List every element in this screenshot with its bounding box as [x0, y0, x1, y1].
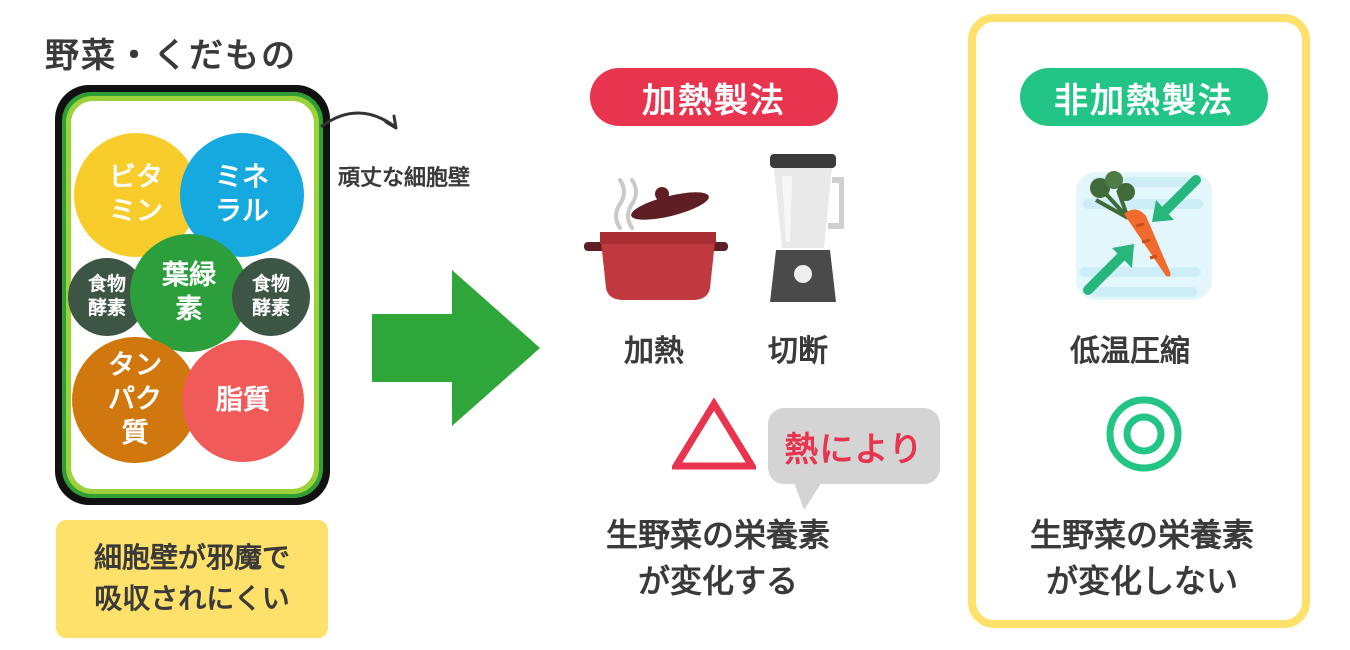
double-circle-symbol: ◎: [1104, 394, 1184, 474]
nutrient-label: ミネ ラル: [215, 162, 269, 227]
nutrient-label: 食物 酵素: [87, 273, 126, 319]
heat-method-badge: 加熱製法: [590, 68, 838, 126]
nutrient-label: 食物 酵素: [251, 273, 290, 319]
nutrient-chlorophyll: 葉緑 素: [130, 234, 248, 352]
triangle-symbol-text: △: [756, 398, 757, 399]
nutrient-protein: タン パク 質: [72, 337, 198, 463]
triangle-icon: [669, 397, 759, 470]
speech-bubble-text: 熱により: [784, 429, 924, 470]
cell-wall-callout: 頑丈な細胞壁: [338, 166, 471, 191]
pot-icon: [584, 178, 728, 300]
non-heat-result-text: 生野菜の栄養素 が変化しない: [1029, 516, 1254, 601]
big-right-arrow-icon: [372, 270, 540, 426]
nutrient-label: 葉緑 素: [162, 260, 216, 325]
nutrient-fat: 脂質: [182, 340, 304, 462]
nutrient-label: タン パク 質: [108, 350, 162, 449]
speech-bubble: 熱により: [768, 408, 940, 484]
method-cutting: 切断: [768, 334, 828, 369]
heat-result-text: 生野菜の栄養素 が変化する: [605, 516, 830, 601]
curved-arrow-icon: [320, 111, 398, 130]
speech-bubble-tail: [794, 482, 822, 510]
method-cold-press: 低温圧縮: [1070, 334, 1190, 369]
blender-icon: [770, 154, 844, 302]
triangle-symbol: △: [669, 397, 759, 470]
double-circle-icon: [1106, 396, 1182, 472]
note-text: 細胞壁が邪魔で 吸収されにくい: [93, 541, 290, 615]
nutrient-label: ビタ ミン: [109, 162, 163, 227]
nutrient-enzyme-right: 食物 酵素: [232, 258, 310, 336]
section-title: 野菜・くだもの: [45, 36, 297, 76]
nutrient-label: 脂質: [216, 385, 270, 417]
note-box: 細胞壁が邪魔で 吸収されにくい: [56, 520, 328, 638]
method-heating: 加熱: [624, 334, 684, 369]
non-heat-method-badge: 非加熱製法: [1020, 68, 1268, 126]
carrot-compress-icon: [1076, 171, 1212, 300]
